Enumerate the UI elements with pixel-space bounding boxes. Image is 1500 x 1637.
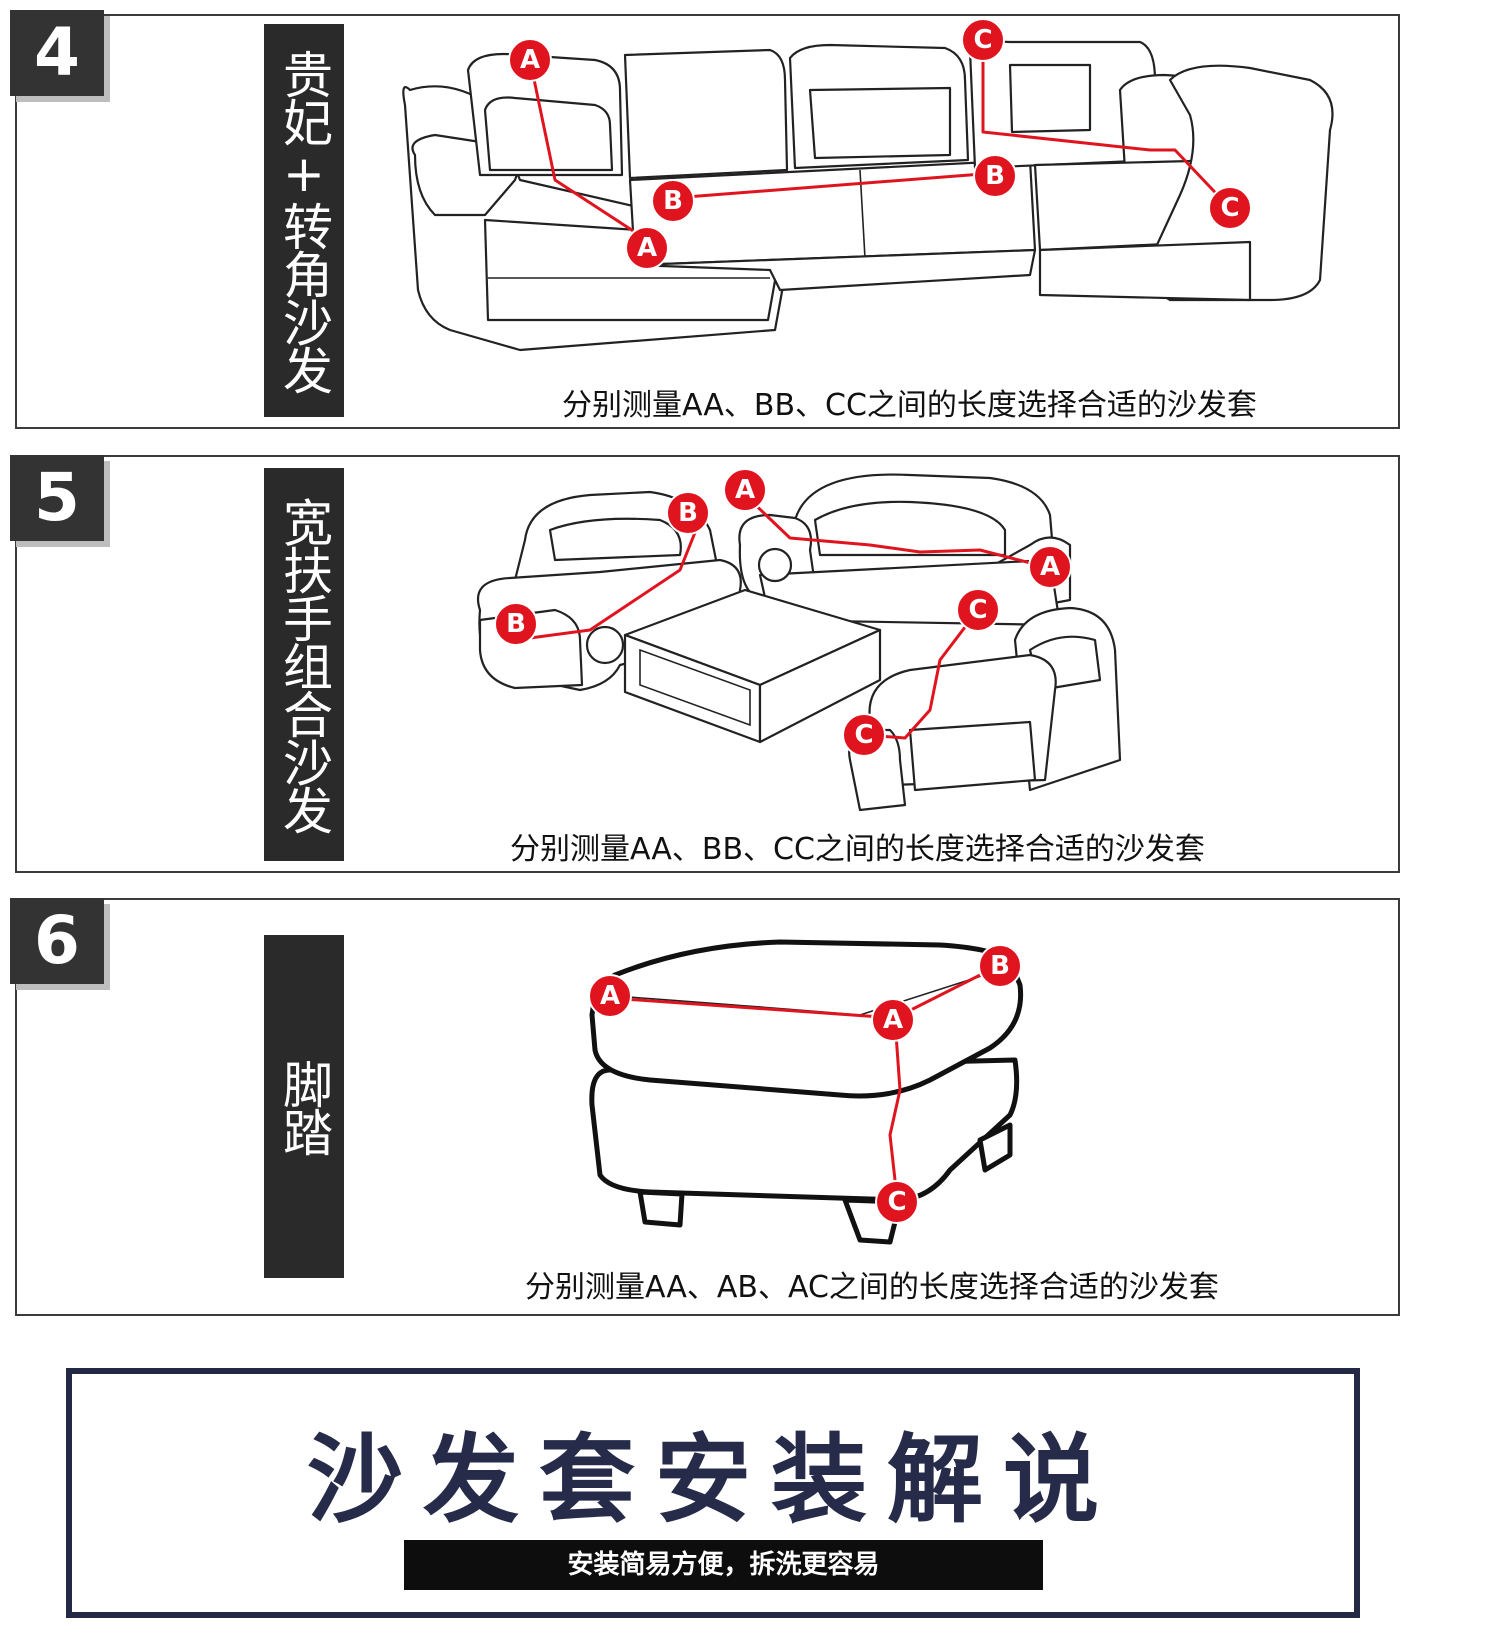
marker-b-top: B [666, 491, 710, 535]
marker-a-right: A [1028, 545, 1072, 589]
marker-b-right: B [973, 154, 1017, 198]
marker-b-left: B [651, 179, 695, 223]
section-5-title-text: 宽扶手组合沙发 [275, 496, 333, 833]
section-5-number: 5 [10, 455, 104, 541]
svg-text:C: C [1220, 193, 1239, 223]
sectional-sofa-illustration: A A B B C C [402, 18, 1334, 352]
marker-c-bottom: C [842, 713, 886, 757]
section-6-caption: 分别测量AA、AB、AC之间的长度选择合适的沙发套 [525, 1270, 1219, 1305]
marker-a-top: A [508, 38, 552, 82]
svg-text:B: B [506, 609, 526, 639]
marker-a-bottom: A [625, 226, 669, 270]
marker-a-corner: A [871, 998, 915, 1042]
svg-text:A: A [883, 1005, 903, 1035]
marker-a-left: A [723, 468, 767, 512]
svg-text:A: A [600, 981, 620, 1011]
section-6-title: 脚踏 [264, 935, 344, 1278]
install-subtitle: 安装简易方便，拆洗更容易 [404, 1540, 1043, 1590]
marker-b-bottom: B [494, 602, 538, 646]
svg-text:C: C [887, 1187, 906, 1217]
svg-text:C: C [968, 595, 987, 625]
section-4-title: 贵妃+转角沙发 [264, 24, 344, 417]
svg-text:A: A [520, 45, 540, 75]
svg-text:A: A [1040, 552, 1060, 582]
section-6-title-text: 脚踏 [275, 1058, 333, 1155]
marker-b-right: B [978, 944, 1022, 988]
marker-c-right: C [1208, 186, 1252, 230]
svg-text:C: C [854, 720, 873, 750]
install-guide-banner: 沙发套安装解说 安装简易方便，拆洗更容易 [66, 1368, 1360, 1618]
svg-text:B: B [663, 186, 683, 216]
svg-text:A: A [637, 233, 657, 263]
section-4-title-text: 贵妃+转角沙发 [275, 48, 333, 393]
svg-text:B: B [985, 161, 1005, 191]
section-5-title: 宽扶手组合沙发 [264, 468, 344, 861]
svg-text:C: C [973, 25, 992, 55]
marker-a-left: A [588, 974, 632, 1018]
marker-c-bottom: C [875, 1180, 919, 1224]
svg-text:B: B [990, 951, 1010, 981]
svg-text:B: B [678, 498, 698, 528]
marker-c-top: C [956, 588, 1000, 632]
section-4-number: 4 [10, 10, 104, 96]
armchair-set-illustration: A A B B C C [477, 468, 1122, 812]
section-4-caption: 分别测量AA、BB、CC之间的长度选择合适的沙发套 [562, 388, 1257, 423]
section-5-caption: 分别测量AA、BB、CC之间的长度选择合适的沙发套 [510, 832, 1205, 867]
ottoman-illustration: A A B C [588, 939, 1024, 1245]
install-title: 沙发套安装解说 [307, 1424, 1119, 1536]
svg-text:A: A [735, 475, 755, 505]
section-6-number: 6 [10, 898, 104, 984]
marker-c-top: C [961, 18, 1005, 62]
